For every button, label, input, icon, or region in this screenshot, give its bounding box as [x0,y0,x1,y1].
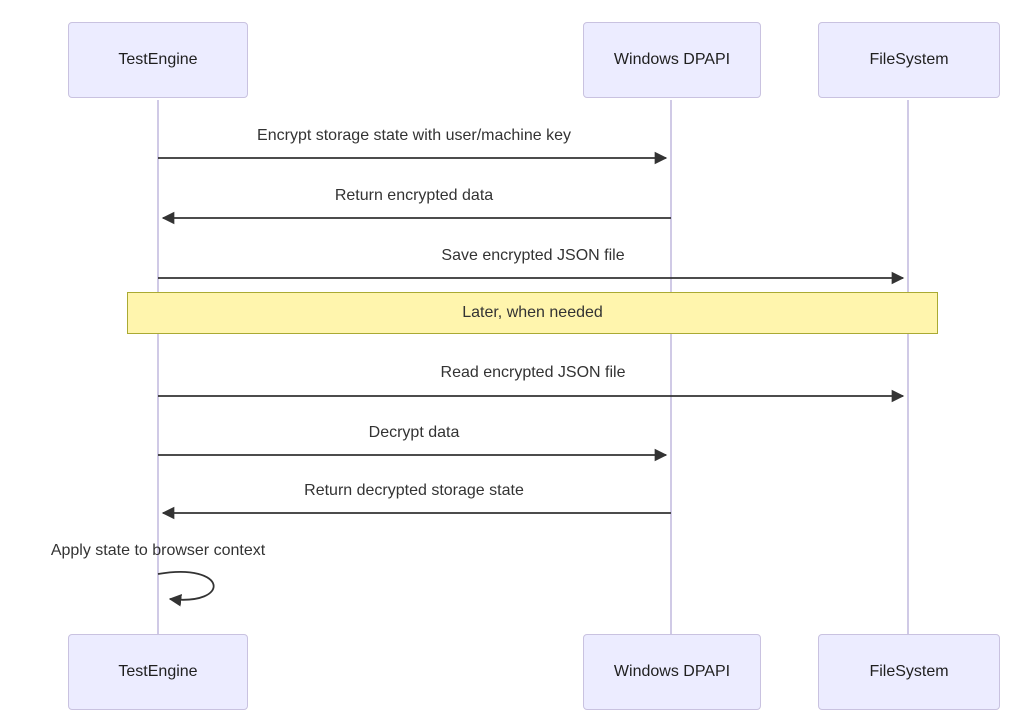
participant-box-filesystem-bottom: FileSystem [818,634,1000,710]
note-label: Later, when needed [462,304,603,321]
participant-box-windows-dpapi-bottom: Windows DPAPI [583,634,761,710]
participant-label: Windows DPAPI [613,663,731,680]
lifeline-testengine [157,100,159,634]
note-band: Later, when needed [127,292,938,334]
participant-label: TestEngine [118,663,198,680]
message-label-return-decrypted-storage-state: Return decrypted storage state [304,482,524,499]
participant-label: FileSystem [869,51,949,68]
participant-box-filesystem-top: FileSystem [818,22,1000,98]
participant-label: FileSystem [869,663,949,680]
participant-label: TestEngine [118,51,198,68]
message-label-save-encrypted-json: Save encrypted JSON file [441,247,625,264]
message-label-return-encrypted-data: Return encrypted data [334,187,494,204]
lifeline-filesystem [907,100,909,634]
participant-box-testengine-bottom: TestEngine [68,634,248,710]
participant-box-windows-dpapi-top: Windows DPAPI [583,22,761,98]
participant-label: Windows DPAPI [613,51,731,68]
message-label-apply-state-self: Apply state to browser context [50,542,266,559]
lifeline-windows-dpapi [670,100,672,634]
message-label-read-encrypted-json: Read encrypted JSON file [440,364,626,381]
message-label-decrypt-data: Decrypt data [368,424,460,441]
message-label-encrypt-storage-state: Encrypt storage state with user/machine … [257,127,571,144]
participant-box-testengine-top: TestEngine [68,22,248,98]
arrow-self-loop-apply-state [157,571,215,607]
